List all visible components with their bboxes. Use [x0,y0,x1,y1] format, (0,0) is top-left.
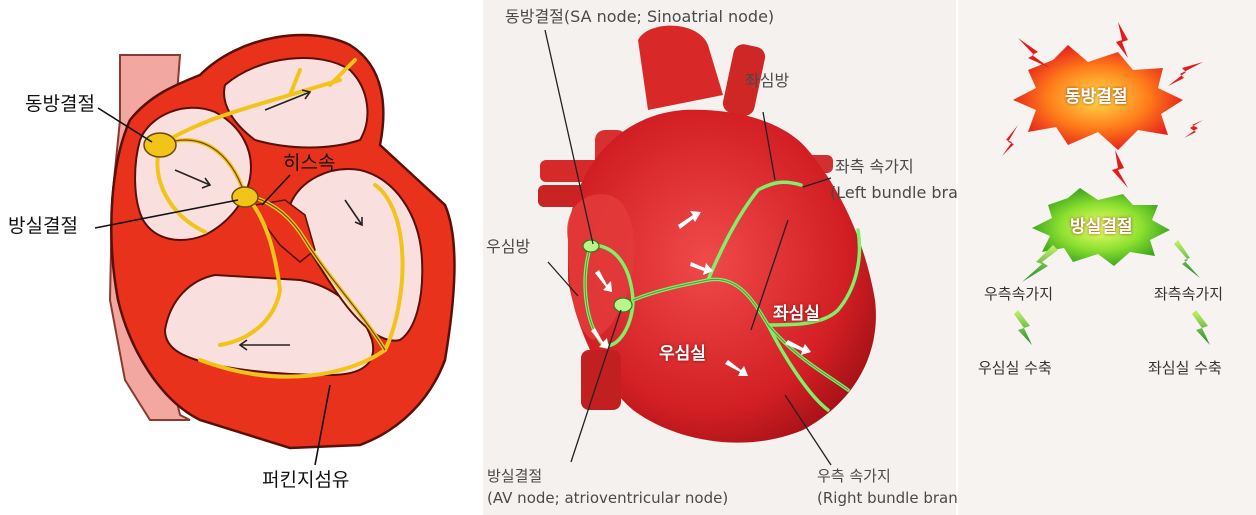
his-bundle-label: 히스속 [283,153,335,175]
av-node-label-en: (AV node; atrioventricular node) [487,488,728,508]
flow-right-bundle: 우측속가지 [984,286,1053,303]
sa-node-label-en: 동방결절(SA node; Sinoatrial node) [505,8,774,26]
right-atrium-label: 우심방 [486,238,530,256]
av-node-label-ko: 방실결절 [487,466,542,486]
schematic-heart-panel: 동방결절 방실결절 히스속 퍼킨지섬유 [0,0,478,515]
left-ventricle-label: 좌심실 [773,305,820,325]
schematic-heart-illustration [0,0,478,515]
av-node-label: 방실결절 [8,216,78,238]
purkinje-fiber-label: 퍼킨지섬유 [262,470,349,492]
sa-node-label: 동방결절 [25,94,95,116]
flow-left-ventricle-contract: 좌심실 수축 [1148,360,1222,377]
anatomical-heart-illustration [483,0,956,515]
right-bundle-branch-label: 우측 속가지 [817,466,891,486]
flow-right-ventricle-contract: 우심실 수축 [978,360,1052,377]
flowchart-graphics [958,0,1256,515]
right-bundle-branch-label-en: (Right bundle branch) [817,488,981,508]
flow-left-bundle: 좌측속가지 [1154,286,1223,303]
flow-sa-node: 동방결절 [1065,88,1128,108]
conduction-flowchart-panel: 동방결절 방실결절 우측속가지 좌측속가지 우심실 수축 좌심실 수축 [958,0,1256,515]
anatomical-heart-panel: 동방결절(SA node; Sinoatrial node) 좌심방 좌측 속가… [483,0,956,515]
left-bundle-branch-label: 좌측 속가지 [835,158,914,176]
left-atrium-label: 좌심방 [745,72,789,90]
flow-av-node: 방실결절 [1070,218,1133,238]
right-ventricle-label: 우심실 [659,345,706,365]
